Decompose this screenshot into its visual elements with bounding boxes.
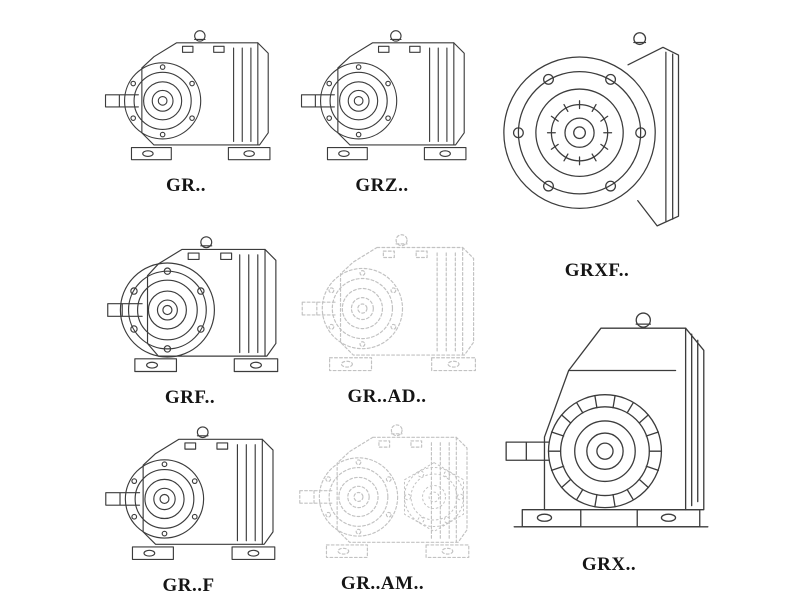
gearbox-figure-grz: GRZ..: [292, 28, 472, 197]
model-label-gr-ad: GR..AD..: [347, 386, 427, 407]
model-label-gr: GR..: [166, 175, 206, 196]
model-label-gr-am: GR..AM..: [340, 573, 425, 594]
gearbox-drawing-flange-mount: [96, 234, 284, 377]
gearbox-figure-gr-f: GR..F: [96, 424, 281, 597]
model-label-gr-f: GR..F: [162, 575, 215, 596]
gearbox-drawing-foot-mount: [96, 28, 276, 165]
model-label-grf: GRF..: [164, 387, 216, 408]
model-label-grx: GRX..: [581, 554, 637, 575]
gearbox-drawing-flange-front: [494, 26, 700, 254]
gearbox-drawing-finned-housing: [494, 308, 724, 550]
gearbox-figure-grf: GRF..: [96, 234, 284, 409]
gearbox-figure-gr-am: GR..AM..: [290, 422, 475, 595]
gearbox-figure-gr: GR..: [96, 28, 276, 197]
gearbox-figure-gr-ad: GR..AD..: [292, 232, 482, 408]
model-label-grxf: GRXF..: [564, 260, 630, 281]
gearbox-figure-grxf: GRXF..: [494, 26, 700, 282]
model-label-grz: GRZ..: [355, 175, 409, 196]
gearbox-drawing-adapter-ghost: [292, 232, 482, 376]
flange-disc-drawing: [393, 456, 475, 538]
gearbox-drawing-foot-mount: [96, 424, 281, 565]
gearbox-figure-grx: GRX..: [494, 308, 724, 576]
gearbox-drawing-foot-mount: [292, 28, 472, 165]
